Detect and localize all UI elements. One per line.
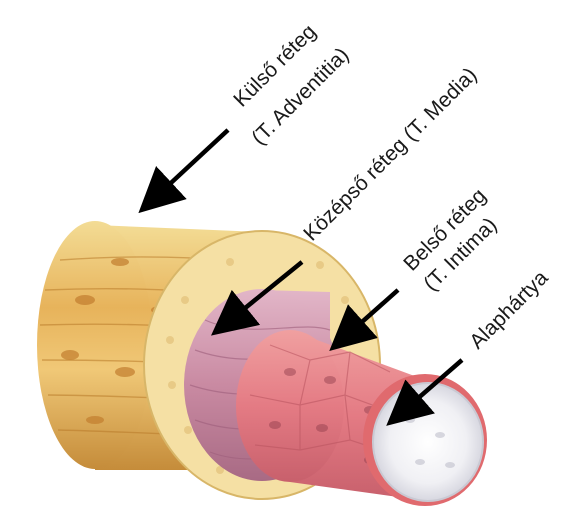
arrow-outer bbox=[145, 130, 228, 207]
label-outer-line2: (T. Adventitia) bbox=[247, 43, 353, 149]
label-basement: Alaphártya bbox=[465, 266, 552, 353]
